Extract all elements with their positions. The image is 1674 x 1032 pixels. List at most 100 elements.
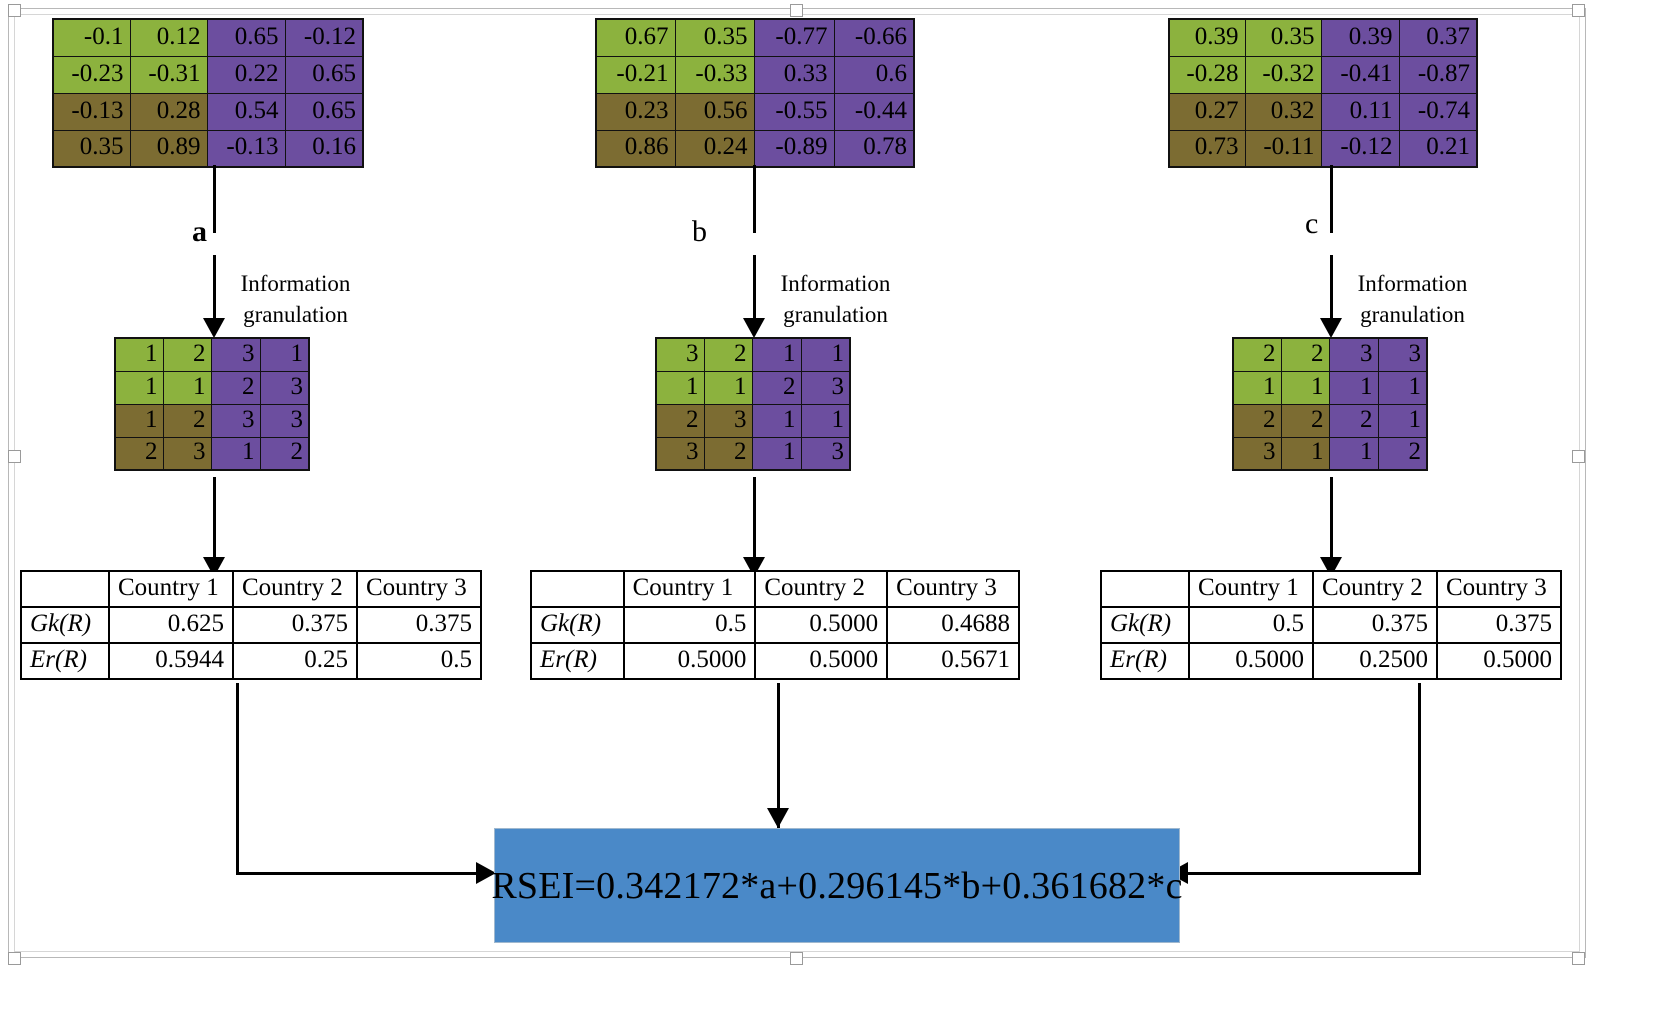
- resize-handle-bottom-center[interactable]: [790, 952, 803, 965]
- granulated-matrix-c-cell: 2: [1280, 337, 1330, 372]
- granulated-matrix-a-cell: 1: [114, 370, 164, 405]
- granulated-matrix-c-cell: 3: [1232, 436, 1282, 471]
- granulated-matrix-a-cell: 1: [162, 370, 212, 405]
- input-matrix-a-cell: 0.12: [129, 18, 208, 57]
- arrow-c-2-shaft: [1330, 255, 1333, 320]
- info-line-2: granulation: [243, 302, 348, 327]
- granulated-matrix-c-cell: 1: [1377, 403, 1428, 438]
- input-matrix-a-cell: 0.65: [206, 18, 286, 57]
- branch-label-a: a: [192, 215, 207, 248]
- input-matrix-a-cell: -0.1: [52, 18, 131, 57]
- input-matrix-b-cell: -0.44: [833, 92, 915, 131]
- granulated-matrix-b-cell: 2: [703, 436, 753, 471]
- input-matrix-b-cell: 0.56: [674, 92, 755, 131]
- granulated-matrix-a-cell: 2: [162, 403, 212, 438]
- granulated-matrix-a-cell: 3: [210, 337, 261, 372]
- granulated-matrix-c-cell: 3: [1377, 337, 1428, 372]
- info-granulation-label-a: Information granulation: [228, 268, 363, 330]
- granulated-matrix-a-cell: 1: [114, 403, 164, 438]
- result-table-c-column-header: Country 3: [1436, 570, 1562, 608]
- input-matrix-b-cell: 0.67: [595, 18, 676, 57]
- granulated-matrix-b-cell: 1: [751, 403, 802, 438]
- granulated-matrix-a-cell: 2: [259, 436, 310, 471]
- input-matrix-b-cell: -0.55: [753, 92, 835, 131]
- input-matrix-a-cell: 0.65: [284, 92, 364, 131]
- resize-handle-bottom-left[interactable]: [8, 952, 21, 965]
- arrow-a-4-shaft: [236, 683, 239, 874]
- input-matrix-a-cell: 0.65: [284, 55, 364, 94]
- granulated-matrix-a-cell: 3: [210, 403, 261, 438]
- result-table-b-corner-cell: [530, 570, 625, 608]
- arrow-b-4-shaft: [777, 683, 780, 828]
- granulated-matrix-b-cell: 2: [751, 370, 802, 405]
- input-matrix-c-cell: -0.32: [1244, 55, 1322, 94]
- input-matrix-c-cell: -0.12: [1320, 129, 1400, 168]
- resize-handle-top-right[interactable]: [1572, 4, 1585, 17]
- granulated-matrix-c-cell: 1: [1328, 370, 1379, 405]
- resize-handle-top-center[interactable]: [790, 4, 803, 17]
- result-table-c-corner-cell: [1100, 570, 1190, 608]
- result-table-c-value-cell: 0.2500: [1312, 642, 1438, 680]
- rsei-result-box: RSEI=0.342172*a+0.296145*b+0.361682*c: [491, 828, 1183, 943]
- granulated-matrix-b-cell: 1: [655, 370, 705, 405]
- input-matrix-c-row: -0.28-0.32-0.41-0.87: [1168, 55, 1478, 94]
- granulated-matrix-b-cell: 1: [800, 403, 851, 438]
- branch-label-b: b: [692, 215, 707, 248]
- granulated-matrix-a-cell: 2: [210, 370, 261, 405]
- resize-handle-middle-left[interactable]: [8, 450, 21, 463]
- resize-handle-top-left[interactable]: [8, 4, 21, 17]
- arrow-c-4-shaft: [1418, 683, 1421, 874]
- input-matrix-c-cell: -0.28: [1168, 55, 1246, 94]
- input-matrix-c-cell: -0.41: [1320, 55, 1400, 94]
- result-table-a-corner-cell: [20, 570, 110, 608]
- input-matrix-c-cell: 0.35: [1244, 18, 1322, 57]
- resize-handle-bottom-right[interactable]: [1572, 952, 1585, 965]
- input-matrix-a-cell: -0.13: [52, 92, 131, 131]
- granulated-matrix-b-cell: 2: [703, 337, 753, 372]
- arrow-a-head-1: [203, 318, 225, 338]
- granulated-matrix-c-cell: 2: [1232, 403, 1282, 438]
- arrow-c-head-1: [1320, 318, 1342, 338]
- input-matrix-b-cell: -0.66: [833, 18, 915, 57]
- granulated-matrix-a-cell: 1: [114, 337, 164, 372]
- input-matrix-b-cell: 0.86: [595, 129, 676, 168]
- input-matrix-a-cell: -0.12: [284, 18, 364, 57]
- input-matrix-c-cell: 0.27: [1168, 92, 1246, 131]
- result-table-c-row-label: Er(R): [1100, 642, 1190, 680]
- resize-handle-middle-right[interactable]: [1572, 450, 1585, 463]
- granulated-matrix-b-cell: 1: [800, 337, 851, 372]
- granulated-matrix-b-cell: 3: [655, 337, 705, 372]
- granulated-matrix-b-cell: 3: [800, 436, 851, 471]
- rsei-formula-text: RSEI=0.342172*a+0.296145*b+0.361682*c: [491, 864, 1183, 907]
- granulated-matrix-b-cell: 3: [703, 403, 753, 438]
- input-matrix-b-cell: 0.24: [674, 129, 755, 168]
- granulated-matrix-a-cell: 1: [259, 337, 310, 372]
- info-line-2: granulation: [783, 302, 888, 327]
- result-table-b-row-label: Er(R): [530, 642, 625, 680]
- input-matrix-b-cell: 0.23: [595, 92, 676, 131]
- granulated-matrix-a-cell: 3: [259, 403, 310, 438]
- input-matrix-b-cell: -0.89: [753, 129, 835, 168]
- arrow-b-1-shaft: [753, 165, 756, 233]
- arrow-c-3-shaft: [1330, 477, 1333, 562]
- result-table-a-value-cell: 0.25: [232, 642, 358, 680]
- input-matrix-a-cell: -0.31: [129, 55, 208, 94]
